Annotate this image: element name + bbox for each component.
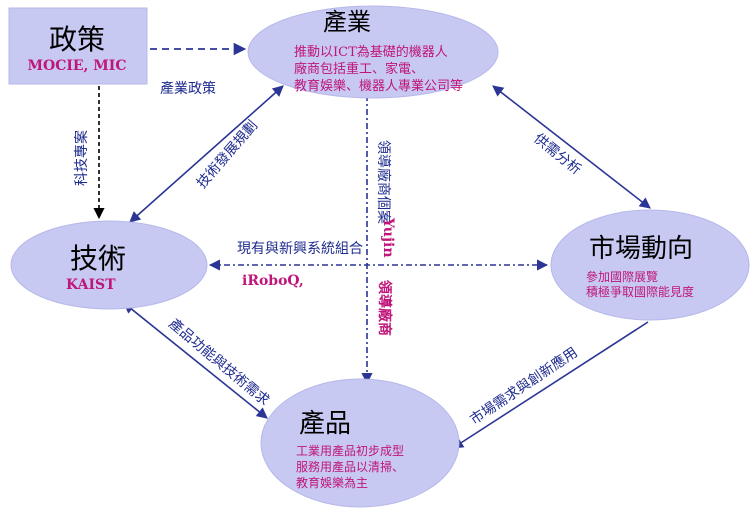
edge-label-product-function: 產品功能與技術需求 xyxy=(165,315,272,409)
node-industry-line-3: 教育娛樂、機器人專業公司等 xyxy=(294,78,463,94)
node-product-line-2: 服務用產品以清掃、 xyxy=(296,459,404,474)
node-policy-subtitle: MOCIE, MIC xyxy=(28,58,127,74)
node-product-title: 產品 xyxy=(299,409,351,439)
edge-label-market-demand: 市場需求與創新應用 xyxy=(467,344,581,429)
node-product-line-1: 工業用產品初步成型 xyxy=(296,443,404,458)
edge-label-tech-planning: 技術發展規劃 xyxy=(194,118,261,192)
edge-label-lead-companies: 領導廠商 xyxy=(376,280,393,336)
node-industry: 產業 推動以ICT為基礎的機器人 廠商包括重工、家電、 教育娛樂、機器人專業公司… xyxy=(247,5,499,99)
node-market-title: 市場動向 xyxy=(589,234,693,264)
node-product: 產品 工業用產品初步成型 服務用產品以清掃、 教育娛樂為主 xyxy=(260,378,460,508)
edge-label-tech-project: 科技專案 xyxy=(73,130,90,186)
edge-label-system-combination: 現有與新興系統組合 xyxy=(237,241,363,257)
node-industry-line-1: 推動以ICT為基礎的機器人 xyxy=(294,44,448,60)
node-industry-title: 產業 xyxy=(323,8,371,36)
edge-industry-market xyxy=(492,85,651,209)
node-industry-line-2: 廠商包括重工、家電、 xyxy=(294,61,424,77)
node-market-line-1: 參加國際展覽 xyxy=(586,269,658,284)
node-market-line-2: 積極爭取國際能見度 xyxy=(586,284,694,299)
edge-label-lead-cases: 領導廠商個案 xyxy=(375,140,392,224)
node-technology: 技術 KAIST xyxy=(10,220,208,310)
edge-label-supply-demand: 供需分析 xyxy=(530,131,584,179)
node-product-line-3: 教育娛樂為主 xyxy=(296,475,368,490)
edge-label-industry-policy: 產業政策 xyxy=(160,80,216,97)
edge-tech-industry xyxy=(129,85,284,223)
edge-market-product xyxy=(452,321,649,449)
node-technology-title: 技術 xyxy=(70,242,126,275)
node-policy-title: 政策 xyxy=(49,23,105,56)
node-policy: 政策 MOCIE, MIC xyxy=(8,7,148,85)
edge-tech-product xyxy=(123,302,268,419)
edge-label-iroboq: iRoboQ, xyxy=(242,273,304,289)
node-market: 市場動向 參加國際展覽 積極爭取國際能見度 xyxy=(550,209,750,321)
node-technology-subtitle: KAIST xyxy=(66,277,116,293)
edge-label-yujin: Yujin xyxy=(380,217,396,258)
